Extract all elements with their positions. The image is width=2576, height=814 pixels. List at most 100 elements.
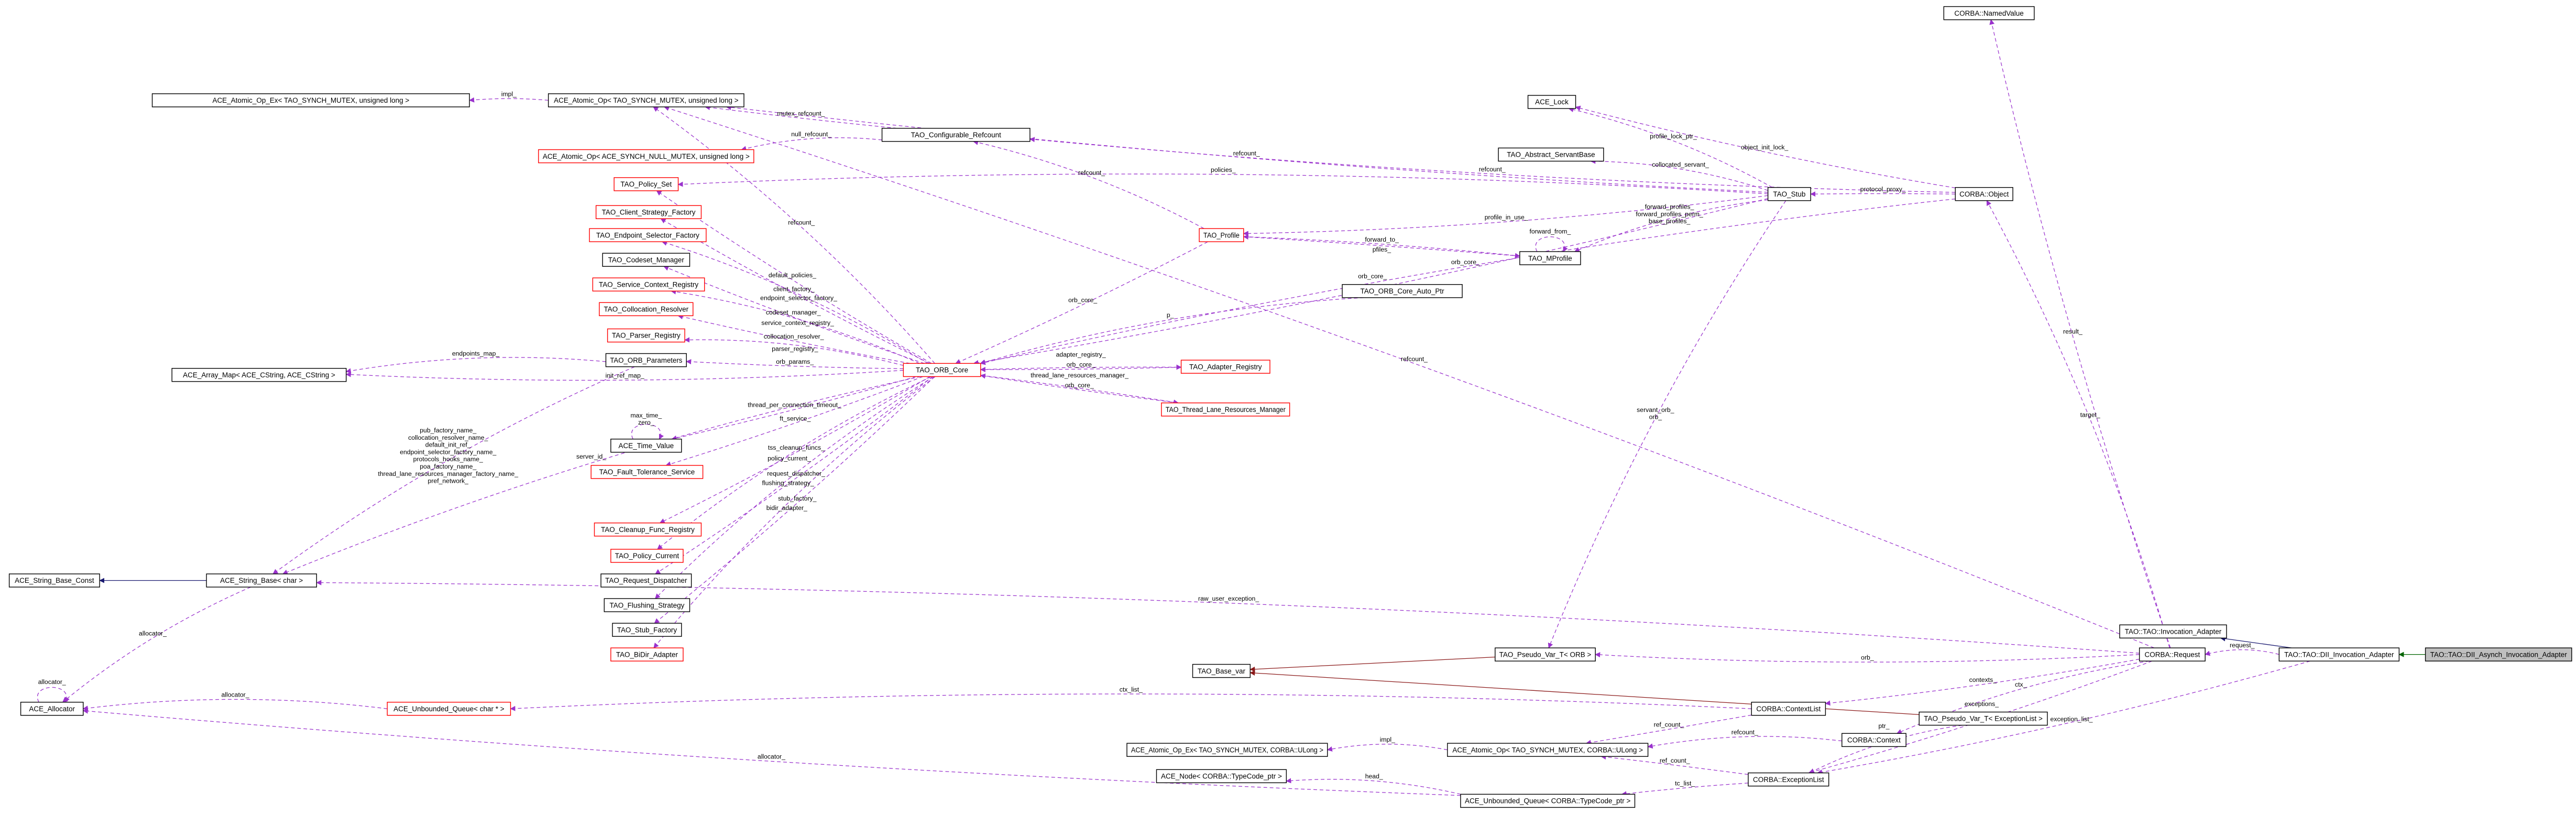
class-node-lock[interactable]: ACE_Lock [1527, 95, 1576, 109]
class-box[interactable] [602, 253, 690, 267]
class-node-dii-async[interactable]: TAO::TAO::DII_Asynch_Invocation_Adapter [2425, 647, 2572, 661]
class-box[interactable] [589, 228, 707, 242]
class-node-codeset[interactable]: TAO_Codeset_Manager [602, 253, 690, 267]
class-box[interactable] [610, 549, 684, 563]
class-box[interactable] [613, 177, 679, 191]
class-node-auto-ptr[interactable]: TAO_ORB_Core_Auto_Ptr [1342, 284, 1463, 298]
class-box[interactable] [1519, 251, 1581, 265]
class-node-base-var[interactable]: TAO_Base_var [1192, 664, 1251, 678]
class-box[interactable] [600, 573, 692, 588]
class-node-uq-char[interactable]: ACE_Unbounded_Queue< char * > [387, 701, 511, 716]
class-box[interactable] [1180, 360, 1270, 374]
class-node-endpoint-sf[interactable]: TAO_Endpoint_Selector_Factory [589, 228, 707, 242]
class-node-ctxlist[interactable]: CORBA::ContextList [1751, 701, 1826, 716]
class-node-aop-null[interactable]: ACE_Atomic_Op< ACE_SYNCH_NULL_MUTEX, uns… [538, 149, 754, 164]
class-node-client-sf[interactable]: TAO_Client_Strategy_Factory [595, 205, 702, 219]
class-box[interactable] [387, 701, 511, 716]
class-node-policy-cur[interactable]: TAO_Policy_Current [610, 549, 684, 563]
class-box[interactable] [903, 363, 981, 377]
class-box[interactable] [538, 149, 754, 164]
class-box[interactable] [605, 353, 687, 367]
class-box[interactable] [2278, 647, 2400, 661]
class-box[interactable] [1447, 743, 1649, 757]
class-node-aop-ulong[interactable]: ACE_Atomic_Op< TAO_SYNCH_MUTEX, CORBA::U… [1447, 743, 1649, 757]
class-node-ace-node[interactable]: ACE_Node< CORBA::TypeCode_ptr > [1156, 769, 1287, 784]
class-node-stub[interactable]: TAO_Stub [1767, 187, 1811, 201]
class-node-sbase-const[interactable]: ACE_String_Base_Const [8, 573, 100, 588]
class-box[interactable] [1751, 701, 1826, 716]
class-node-sbase[interactable]: ACE_String_Base< char > [206, 573, 317, 588]
class-box[interactable] [2119, 624, 2227, 639]
class-box[interactable] [1495, 647, 1596, 661]
class-node-flush[interactable]: TAO_Flushing_Strategy [604, 598, 690, 612]
class-node-cleanup[interactable]: TAO_Cleanup_Func_Registry [594, 522, 702, 537]
class-box[interactable] [612, 623, 682, 637]
class-node-req-disp[interactable]: TAO_Request_Dispatcher [600, 573, 692, 588]
class-box[interactable] [1943, 6, 2035, 20]
class-node-exclist[interactable]: CORBA::ExceptionList [1748, 772, 1829, 787]
class-box[interactable] [594, 522, 702, 537]
class-box[interactable] [1199, 228, 1244, 242]
class-node-named-value[interactable]: CORBA::NamedValue [1943, 6, 2035, 20]
class-node-array-map[interactable]: ACE_Array_Map< ACE_CString, ACE_CString … [171, 368, 347, 382]
class-box[interactable] [1767, 187, 1811, 201]
class-node-request[interactable]: CORBA::Request [2139, 647, 2206, 661]
class-node-bidir[interactable]: TAO_BiDir_Adapter [610, 647, 684, 661]
class-node-uq-tc[interactable]: ACE_Unbounded_Queue< CORBA::TypeCode_ptr… [1460, 794, 1636, 808]
class-node-object[interactable]: CORBA::Object [1955, 187, 2013, 201]
class-box[interactable] [610, 647, 684, 661]
class-box[interactable] [2139, 647, 2206, 661]
class-node-mprofile[interactable]: TAO_MProfile [1519, 251, 1581, 265]
class-box[interactable] [595, 205, 702, 219]
class-node-pv-exc[interactable]: TAO_Pseudo_Var_T< ExceptionList > [1919, 711, 2048, 726]
class-box[interactable] [604, 598, 690, 612]
class-box[interactable] [599, 302, 694, 317]
class-box[interactable] [206, 573, 317, 588]
class-node-tlrm[interactable]: TAO_Thread_Lane_Resources_Manager [1161, 402, 1290, 417]
class-box[interactable] [2425, 647, 2572, 661]
class-node-aopex-ulong[interactable]: ACE_Atomic_Op_Ex< TAO_SYNCH_MUTEX, CORBA… [1126, 743, 1328, 757]
class-box[interactable] [1460, 794, 1636, 808]
class-node-time-value[interactable]: ACE_Time_Value [610, 438, 682, 453]
class-node-ft[interactable]: TAO_Fault_Tolerance_Service [590, 465, 704, 479]
class-box[interactable] [1156, 769, 1287, 784]
class-box[interactable] [607, 328, 685, 343]
class-node-stub-f[interactable]: TAO_Stub_Factory [612, 623, 682, 637]
class-node-parser[interactable]: TAO_Parser_Registry [607, 328, 685, 343]
class-node-cfg-ref[interactable]: TAO_Configurable_Refcount [881, 128, 1031, 142]
class-node-dii[interactable]: TAO::TAO::DII_Invocation_Adapter [2278, 647, 2400, 661]
class-box[interactable] [1126, 743, 1328, 757]
class-node-profile[interactable]: TAO_Profile [1199, 228, 1244, 242]
class-box[interactable] [1748, 772, 1829, 787]
class-box[interactable] [151, 93, 470, 107]
class-box[interactable] [1841, 733, 1906, 747]
class-node-orb-core[interactable]: TAO_ORB_Core [903, 363, 981, 377]
class-box[interactable] [1342, 284, 1463, 298]
class-box[interactable] [1161, 402, 1290, 417]
class-box[interactable] [8, 573, 100, 588]
class-box[interactable] [1498, 147, 1604, 162]
class-node-aop-ul[interactable]: ACE_Atomic_Op< TAO_SYNCH_MUTEX, unsigned… [547, 93, 744, 107]
class-node-scr[interactable]: TAO_Service_Context_Registry [592, 277, 705, 292]
class-node-pv-orb[interactable]: TAO_Pseudo_Var_T< ORB > [1495, 647, 1596, 661]
class-node-servant[interactable]: TAO_Abstract_ServantBase [1498, 147, 1604, 162]
class-node-coll-res[interactable]: TAO_Collocation_Resolver [599, 302, 694, 317]
class-node-aopex-ul[interactable]: ACE_Atomic_Op_Ex< TAO_SYNCH_MUTEX, unsig… [151, 93, 470, 107]
class-box[interactable] [1192, 664, 1251, 678]
class-node-allocator[interactable]: ACE_Allocator [20, 701, 84, 716]
class-box[interactable] [171, 368, 347, 382]
class-box[interactable] [592, 277, 705, 292]
class-box[interactable] [1955, 187, 2013, 201]
class-box[interactable] [20, 701, 84, 716]
class-node-inv-adapter[interactable]: TAO::TAO::Invocation_Adapter [2119, 624, 2227, 639]
class-box[interactable] [1527, 95, 1576, 109]
class-box[interactable] [1919, 711, 2048, 726]
class-box[interactable] [547, 93, 744, 107]
class-node-context[interactable]: CORBA::Context [1841, 733, 1906, 747]
class-box[interactable] [610, 438, 682, 453]
class-node-orb-params[interactable]: TAO_ORB_Parameters [605, 353, 687, 367]
class-node-adapter-reg[interactable]: TAO_Adapter_Registry [1180, 360, 1270, 374]
class-box[interactable] [881, 128, 1031, 142]
class-box[interactable] [590, 465, 704, 479]
class-node-policy-set[interactable]: TAO_Policy_Set [613, 177, 679, 191]
